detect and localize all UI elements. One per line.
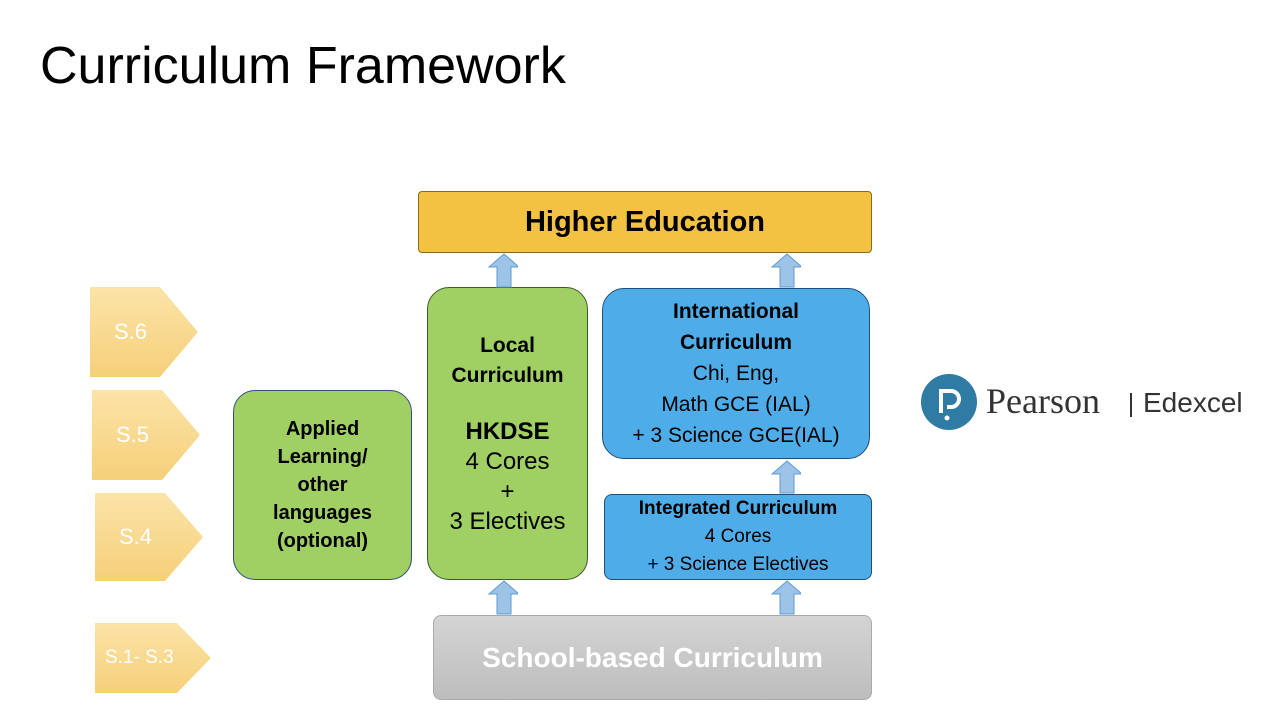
logo-divider [1130, 393, 1132, 417]
edexcel-label: Edexcel [1143, 387, 1243, 418]
local-line3: HKDSE [465, 417, 550, 445]
local-line1: Local [480, 333, 535, 357]
integ-line3: + 3 Science Electives [647, 554, 829, 575]
higher-education-box: Higher Education [418, 191, 872, 253]
up-arrow-icon [771, 580, 801, 615]
applied-line2: Learning/ [277, 446, 368, 468]
applied-line4: languages [273, 502, 372, 524]
level-label: S.5 [116, 422, 150, 447]
school-based-curriculum-box: School-based Curriculum [433, 615, 872, 700]
level-s5: S.5 [92, 390, 200, 480]
international-curriculum-box: International Curriculum Chi, Eng, Math … [602, 288, 870, 459]
integ-line1: Integrated Curriculum [638, 498, 838, 519]
pearson-brand: Pearson [986, 381, 1100, 421]
higher-education-label: Higher Education [524, 205, 766, 238]
up-arrow-icon [488, 253, 518, 288]
level-label: S.4 [119, 524, 153, 549]
pearson-logo-icon [921, 374, 977, 430]
intl-line4: Math GCE (IAL) [661, 393, 811, 416]
integrated-curriculum-box: Integrated Curriculum 4 Cores + 3 Scienc… [604, 494, 872, 580]
intl-line3: Chi, Eng, [692, 362, 780, 385]
local-line4: 4 Cores [465, 447, 550, 475]
local-line5: + [500, 477, 515, 505]
level-label: S.6 [114, 319, 148, 344]
integ-line2: 4 Cores [704, 526, 772, 547]
applied-line3: other [297, 474, 348, 496]
school-label: School-based Curriculum [482, 641, 823, 673]
intl-line5: + 3 Science GCE(IAL) [632, 424, 840, 447]
page-title: Curriculum Framework [40, 37, 566, 95]
level-s6: S.6 [90, 287, 198, 377]
level-s4: S.4 [95, 493, 203, 581]
intl-line2: Curriculum [679, 331, 792, 354]
local-line2: Curriculum [451, 363, 564, 387]
level-s1-s3: S.1- S.3 [95, 623, 211, 693]
local-curriculum-box: Local Curriculum HKDSE 4 Cores + 3 Elect… [427, 287, 588, 580]
level-label: S.1- S.3 [105, 647, 174, 668]
applied-learning-box: Applied Learning/ other languages (optio… [233, 390, 412, 580]
applied-line5: (optional) [276, 530, 369, 552]
up-arrow-icon [771, 460, 801, 494]
applied-line1: Applied [285, 418, 360, 440]
local-line6: 3 Electives [449, 507, 566, 535]
intl-line1: International [672, 300, 799, 323]
up-arrow-icon [771, 253, 801, 288]
up-arrow-icon [488, 580, 518, 615]
